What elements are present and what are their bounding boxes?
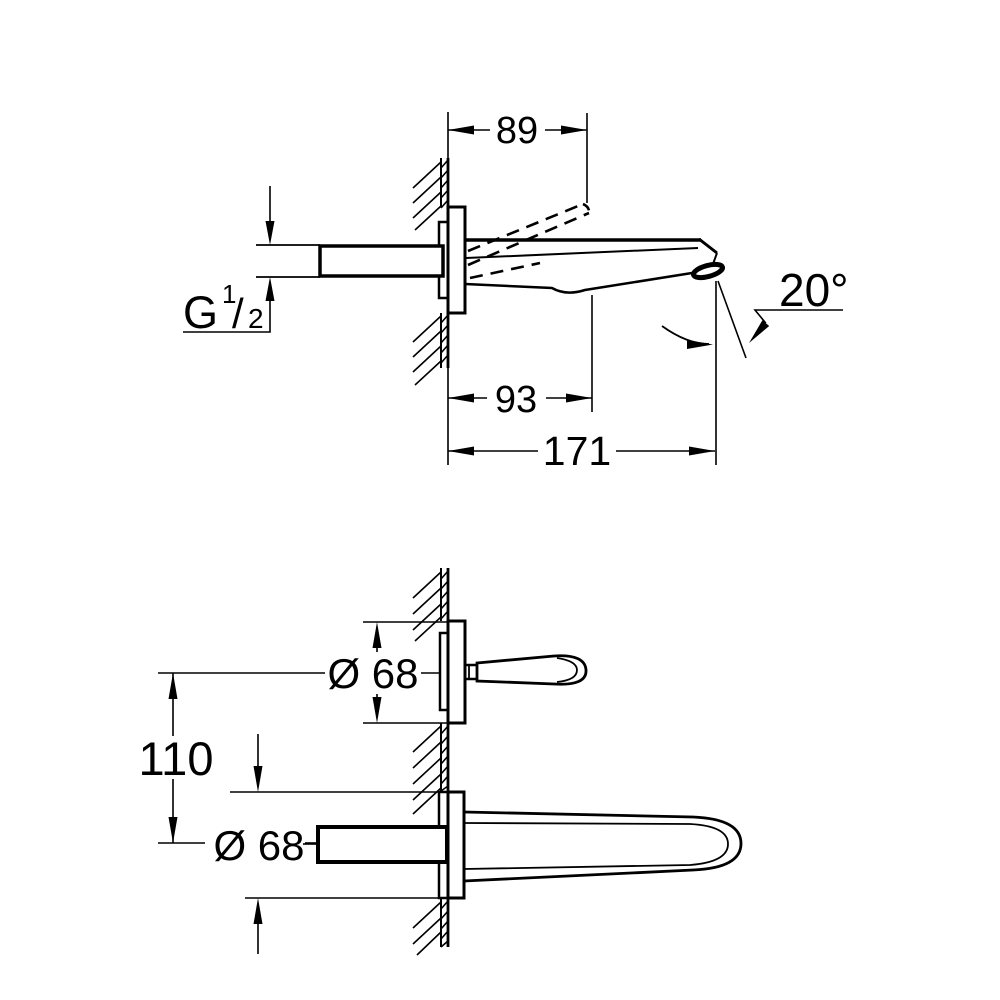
dim-handle-extension-lines [363,621,448,724]
spout-underside [464,271,693,294]
dimension-diameter-spout: Ø 68 [213,734,448,954]
angle-dimension-20: 20° [661,264,849,465]
spout-tip-chamfer [698,237,718,255]
pipe-body-plan [316,825,449,864]
dim-89-arrow-right [561,125,587,135]
wall-band-ticks [440,159,449,364]
dim-89-label: 89 [496,110,538,152]
thread-label-numerator: 1 [222,279,236,309]
lever-dashed-bottom [467,211,590,267]
spout-escutcheon-outer [446,790,466,900]
aerator-outlet [690,261,726,281]
pipe-nipple [318,244,445,278]
dimension-110: 110 [139,673,214,844]
escutcheon-side [437,205,467,315]
handle-escutcheon-lip [438,631,448,712]
spout-plan [463,810,743,883]
dim-spout-extension-lines [230,791,448,899]
dimension-171: 171 [448,428,715,474]
dim-93-arrow-left [448,393,474,403]
angle-leader-arrowhead [749,320,770,343]
spout-body-fill [465,240,717,294]
dim-spout-arrow-down [253,766,263,792]
angle-slanted-line [717,280,747,359]
lever-stem [465,663,477,681]
dim-handle-arrow-down [372,697,382,723]
handle-lever-plan [465,654,588,686]
angle-label: 20° [779,264,849,316]
side-view: G 1 / 2 89 93 171 [183,110,849,474]
spout-bevel-line [465,247,699,259]
dim-93-arrow-right [566,393,592,403]
lever-dashed-tip [582,202,591,215]
angle-arc [661,325,710,345]
lever-dashed-inner [469,261,541,280]
dim-171-label: 171 [543,428,611,474]
handle-escutcheon-plan [438,619,467,725]
spout-tube-inner [463,822,729,870]
spout-side [464,237,726,294]
dim-110-label: 110 [139,732,214,785]
angle-leader-line [753,309,843,324]
wall-section-plan [412,568,450,956]
wall-hatching-plan [412,571,442,956]
lever-outline [475,654,588,686]
thread-label-denominator: 2 [248,303,264,334]
dimension-89: 89 [448,110,588,203]
thread-dimension: G 1 / 2 [183,186,275,338]
thread-arrow-lines [183,186,271,333]
supply-pipe-side [256,244,445,278]
angle-arc-arrowhead [687,340,713,349]
plan-view: Ø 68 110 Ø 68 [139,568,743,956]
thread-label-prefix: G [183,287,218,338]
dim-handle-label: Ø 68 [327,650,418,697]
dimension-93: 93 [448,295,593,421]
lever-cap-inner-arc [556,657,578,683]
lever-hidden-dashed [467,202,591,280]
thread-label-slash: / [232,290,244,337]
dim-spout-label: Ø 68 [213,822,304,869]
handle-escutcheon-outer [446,619,467,725]
wall-hatching [412,161,442,386]
dim-171-arrow-left [448,446,474,456]
escutcheon-outer-side [446,205,467,315]
wall-band-ticks-plan [440,570,449,948]
wall-section-side [412,112,450,465]
supply-pipe-plan [303,825,449,864]
dim-171-arrow-right [689,446,715,456]
spout-tube-outer [463,810,743,883]
dim-spout-arrow-up [253,898,263,924]
dim-93-label: 93 [495,379,537,421]
dim-110-arrow-up [168,673,178,699]
dim-110-arrow-down [168,817,178,843]
thread-arrow-up [265,277,275,301]
dim-89-arrow-left [448,125,474,135]
thread-arrow-down [265,221,275,245]
dim-handle-arrow-up [372,622,382,648]
dimension-diameter-handle: Ø 68 [158,621,448,724]
pipe-break-lines [256,244,320,278]
